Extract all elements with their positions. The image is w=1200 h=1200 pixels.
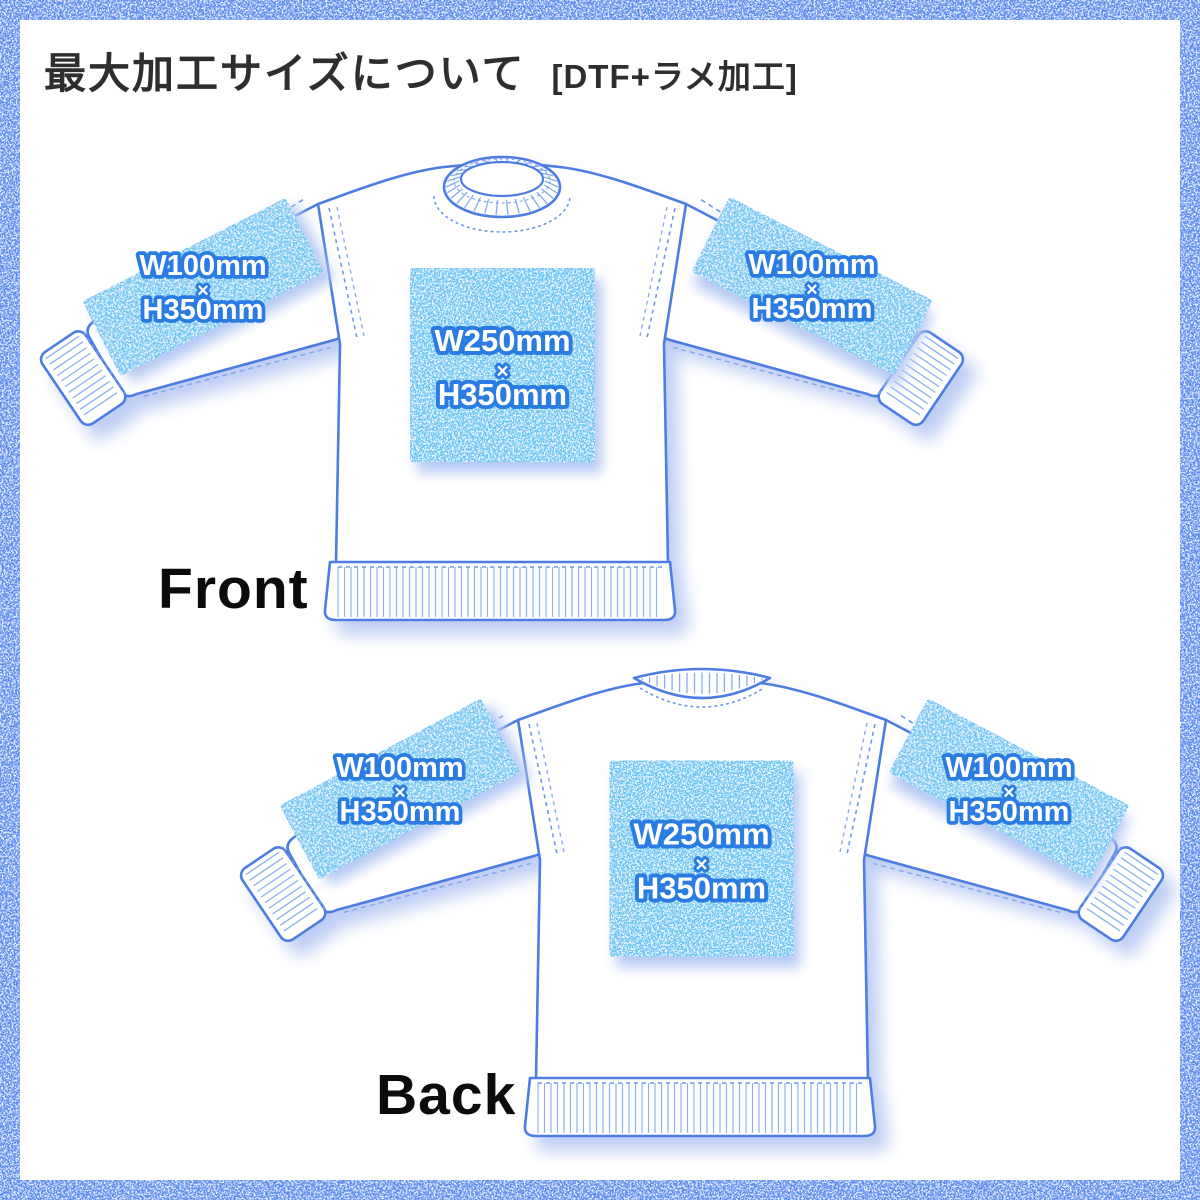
page-title-main: 最大加工サイズについて [44,50,526,97]
front-chest-print-area: W250mm × H350mm [410,268,595,462]
print-area-size-label: H350mm [752,293,873,325]
method-tag: [DTF+ラメ加工] [551,58,798,95]
print-area-times-label: × [1003,782,1015,804]
print-area-times-label: × [394,782,406,804]
print-area-size-label: W100mm [336,752,463,784]
back-sweatshirt-illustration [238,667,1167,1136]
back-center-print-area: W250mm × H350mm [609,760,794,957]
print-area-size-label: H350mm [438,377,567,412]
print-area-size-label: H350mm [143,294,264,326]
print-area-size-label: H350mm [637,871,766,906]
front-sweatshirt-illustration [38,155,967,620]
print-area-size-label: W250mm [434,323,570,358]
print-area-times-label: × [496,360,508,383]
print-area-size-label: W100mm [139,250,266,282]
front-left-sleeve-print-area: W100mm × H350mm [83,198,323,376]
print-area-times-label: × [806,279,818,301]
print-area-size-label: H350mm [340,796,461,828]
front-right-sleeve-print-area: W100mm × H350mm [692,197,932,375]
page-title: 最大加工サイズについて [DTF+ラメ加工] [44,40,798,101]
back-collar [632,667,772,708]
print-area-size-label: W100mm [748,249,875,281]
back-label: Back [376,1063,517,1127]
print-area-size-label: H350mm [949,796,1070,828]
print-area-times-label: × [695,854,707,877]
front-collar [433,155,571,233]
print-area-times-label: × [197,280,209,302]
front-label: Front [158,557,309,621]
print-area-size-label: W250mm [633,817,769,852]
back-right-sleeve-print-area: W100mm × H350mm [889,699,1129,879]
back-left-sleeve-print-area: W100mm × H350mm [280,699,520,879]
print-area-size-label: W100mm [945,752,1072,784]
